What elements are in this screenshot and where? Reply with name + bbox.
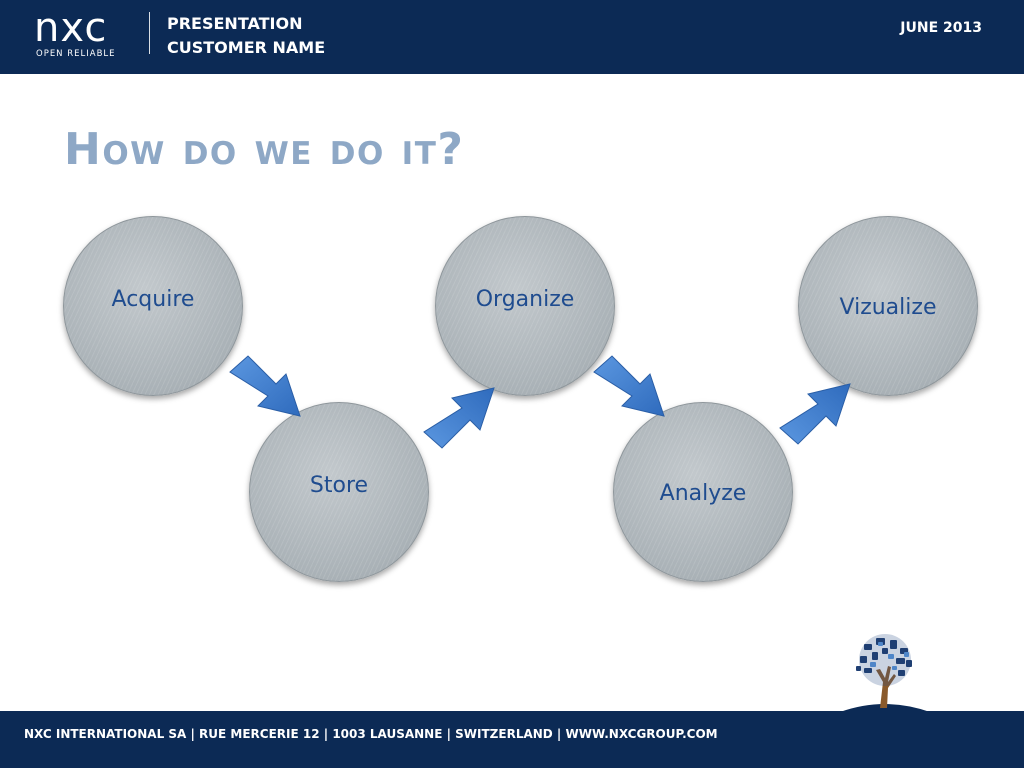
step-label-vizualize: Vizualize bbox=[839, 295, 937, 320]
header-title: PRESENTATION CUSTOMER NAME bbox=[167, 12, 325, 60]
footer-address: NXC INTERNATIONAL SA | RUE MERCERIE 12 |… bbox=[24, 727, 718, 741]
header-divider bbox=[149, 12, 150, 54]
slide-title: How do we do it? bbox=[64, 124, 465, 175]
arrow-store-to-organize-icon bbox=[423, 387, 495, 449]
arrow-organize-to-analyze-icon bbox=[593, 355, 665, 417]
header-date: JUNE 2013 bbox=[900, 20, 982, 36]
arrow-acquire-to-store-icon bbox=[229, 355, 301, 417]
arrow-analyze-to-vizualize-icon bbox=[779, 383, 851, 445]
step-organize: Organize bbox=[435, 216, 615, 396]
header-bar: nxc OPEN RELIABLE PRESENTATION CUSTOMER … bbox=[0, 0, 1024, 74]
step-analyze: Analyze bbox=[613, 402, 793, 582]
step-store: Store bbox=[249, 402, 429, 582]
process-diagram: Acquire Store Organize Analyze Vizualize bbox=[0, 200, 1024, 600]
logo-tagline: OPEN RELIABLE bbox=[36, 49, 116, 59]
presentation-label: PRESENTATION bbox=[167, 14, 303, 33]
step-label-store: Store bbox=[309, 473, 369, 498]
logo-mark: nxc bbox=[34, 5, 108, 51]
step-label-organize: Organize bbox=[475, 287, 575, 312]
step-label-analyze: Analyze bbox=[659, 481, 747, 506]
nxc-logo: nxc OPEN RELIABLE bbox=[34, 6, 130, 62]
step-label-acquire: Acquire bbox=[111, 287, 195, 312]
tree-of-devices-icon bbox=[840, 634, 930, 712]
step-acquire: Acquire bbox=[63, 216, 243, 396]
footer-bar: NXC INTERNATIONAL SA | RUE MERCERIE 12 |… bbox=[0, 711, 1024, 768]
step-vizualize: Vizualize bbox=[798, 216, 978, 396]
customer-name-label: CUSTOMER NAME bbox=[167, 38, 326, 57]
